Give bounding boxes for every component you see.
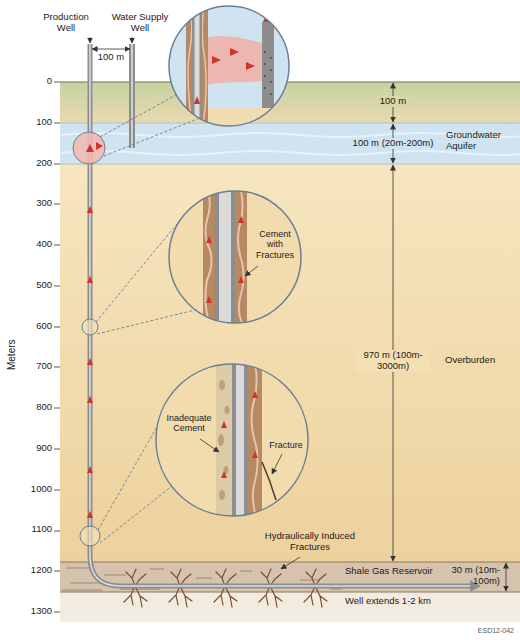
- depth-tick: 300: [18, 198, 52, 209]
- overburden-band: Overburden: [60, 164, 520, 562]
- figure-id: ESD12-042: [452, 627, 514, 635]
- depth-tick: 1100: [18, 524, 52, 535]
- cement-detail: [169, 191, 301, 323]
- dimension-lines: [393, 83, 506, 591]
- strata: [60, 82, 520, 622]
- detail-circle: [156, 364, 308, 516]
- callout-label: Hydraulically Induced Fractures: [251, 531, 369, 553]
- depth-tick: 700: [18, 361, 52, 372]
- leaders: [90, 37, 300, 569]
- inadequate-cement-detail: [156, 364, 308, 516]
- detail-circle: [169, 191, 301, 323]
- depth-tick: 100: [18, 117, 52, 128]
- thickness-dimension: 100 m: [376, 96, 410, 107]
- thickness-dimension: 970 m (100m-3000m): [356, 350, 430, 372]
- depth-tick: 1300: [18, 606, 52, 617]
- aquifer-detail: [169, 6, 289, 128]
- thickness-dimension: 30 m (10m-100m): [440, 565, 500, 587]
- depth-ticks: [54, 82, 60, 612]
- well-name: Production Well: [38, 12, 94, 34]
- depth-tick: 400: [18, 239, 52, 250]
- depth-tick: 1000: [18, 484, 52, 495]
- band-label: Overburden: [445, 355, 517, 366]
- callout-label: Fracture: [266, 440, 306, 450]
- depth-tick: 800: [18, 402, 52, 413]
- depth-tick: 500: [18, 280, 52, 291]
- axis-title: Meters: [6, 335, 18, 375]
- reservoir-band: Shale Gas Reservoir: [60, 562, 520, 592]
- wells: [87, 44, 481, 592]
- depth-tick: 0: [18, 76, 52, 87]
- depth-tick: 1200: [18, 565, 52, 576]
- band-label: Groundwater Aquifer: [446, 130, 516, 152]
- aquifer-band: Groundwater Aquifer: [60, 123, 520, 164]
- band-label: Shale Gas Reservoir: [345, 566, 445, 577]
- depth-tick: 600: [18, 321, 52, 332]
- detail-circle: [169, 6, 289, 126]
- depth-tick: 900: [18, 443, 52, 454]
- callout-label: Inadequate Cement: [164, 413, 214, 434]
- well-name: Water Supply Well: [107, 12, 173, 34]
- callout-label: Cement with Fractures: [252, 229, 298, 260]
- well-length-note: Well extends 1-2 km: [345, 596, 455, 607]
- thickness-dimension: 100 m (20m-200m): [347, 138, 439, 149]
- depth-tick: 200: [18, 158, 52, 169]
- spacing-dimension: 100 m: [94, 52, 128, 63]
